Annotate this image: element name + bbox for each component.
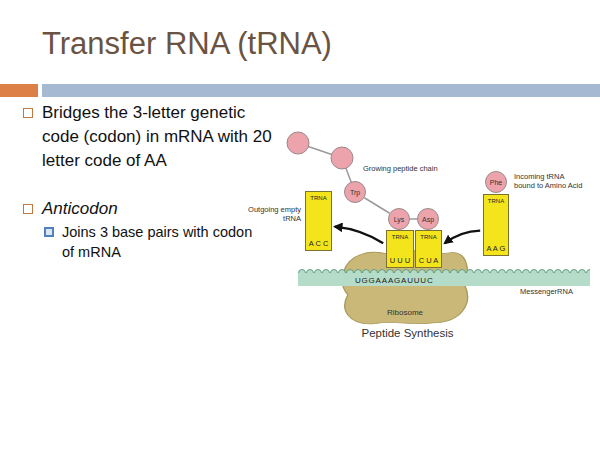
label-text: Outgoing empty tRNA	[246, 205, 301, 223]
bullet-marker	[23, 108, 33, 118]
mrna-backbone	[298, 266, 590, 286]
sub-bullet-marker	[44, 227, 54, 237]
anticodon: C U A	[419, 257, 439, 265]
trna-molecule: TRNA U U U	[386, 230, 414, 268]
node-text: UGGAAAGAUUUC	[355, 276, 434, 285]
accent-bar	[0, 84, 38, 97]
amino-acid: Asp	[417, 208, 439, 230]
node-text: Asp	[422, 216, 434, 223]
peptide-bond	[364, 198, 389, 213]
mrna-strand: UGGAAAGAUUUC	[298, 266, 590, 286]
bullet-marker	[23, 204, 33, 214]
label-text: Peptide Synthesis	[345, 327, 470, 339]
node-text: Phe	[490, 179, 502, 186]
movement-arrow	[445, 231, 480, 244]
slide-title: Transfer RNA (tRNA)	[42, 26, 332, 62]
trna-label: TRNA	[392, 234, 408, 241]
ribosome-outline	[342, 250, 467, 323]
label-text: Growing peptide chain	[363, 164, 453, 173]
label-text: Incoming tRNA bound to Amino Acid	[514, 172, 584, 190]
label-text: Joins 3 base pairs with codon of mRNA	[62, 222, 267, 262]
anticodon: U U U	[390, 257, 410, 265]
movement-arrow	[335, 227, 383, 244]
mrna-bases	[298, 266, 590, 273]
label-text: MessengerRNA	[520, 287, 595, 296]
amino-acid: Lys	[388, 208, 410, 230]
trna-label: TRNA	[488, 198, 504, 205]
mrna-band	[298, 273, 590, 286]
peptide-bond	[410, 218, 417, 220]
trna-label: TRNA	[310, 195, 326, 202]
amino-acid	[287, 132, 309, 154]
node-text: Trp	[350, 189, 360, 196]
title-bar	[42, 84, 600, 97]
trna-molecule: TRNA C U A	[415, 230, 442, 268]
trna-molecule: TRNA A C C	[305, 191, 332, 251]
label-text: Bridges the 3-letter genetic code (codon…	[42, 101, 282, 173]
node-text: Lys	[394, 216, 405, 223]
trna-label: TRNA	[420, 234, 436, 241]
anticodon: A A G	[487, 245, 506, 253]
amino-acid: Trp	[344, 181, 366, 203]
amino-acid	[331, 147, 353, 169]
trna-molecule: TRNA A A G	[483, 194, 509, 256]
label-text: Anticodon	[42, 197, 242, 221]
node-text: Ribosome	[387, 308, 423, 317]
anticodon: A C C	[309, 240, 329, 248]
amino-acid: Phe	[485, 171, 507, 193]
